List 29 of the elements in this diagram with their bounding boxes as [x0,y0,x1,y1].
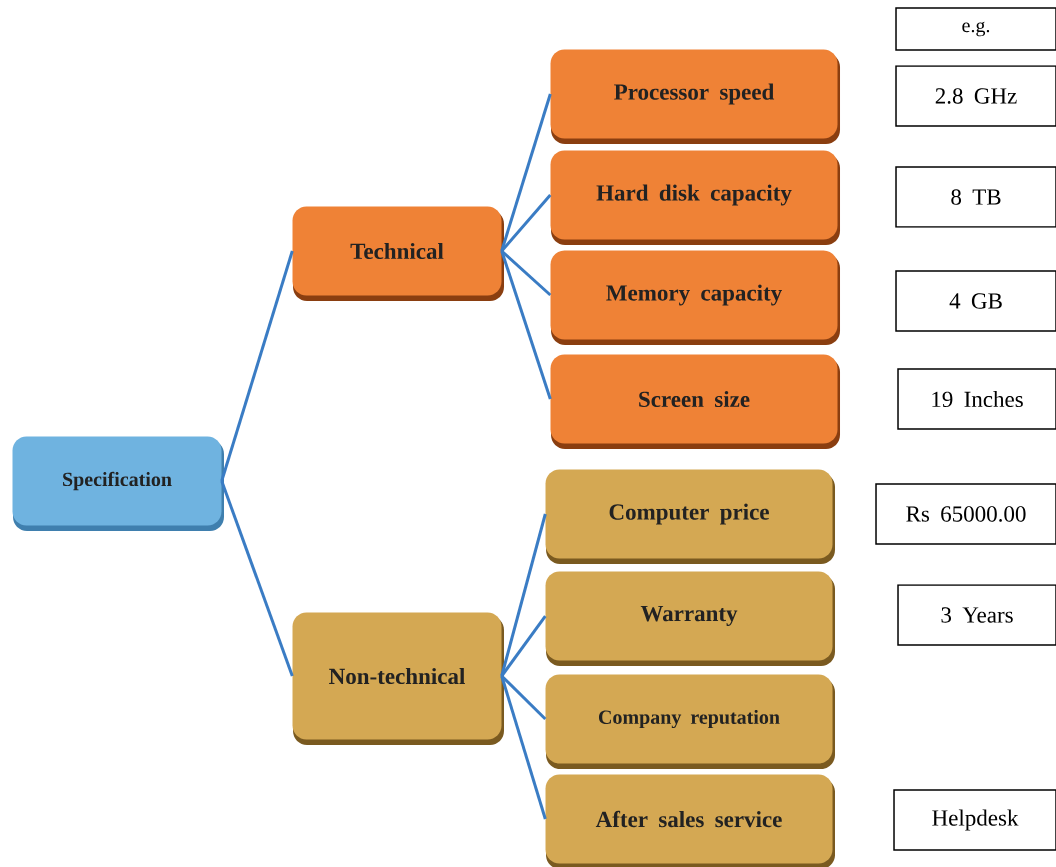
connector-line [500,249,552,297]
item-box: Memory capacity [550,250,840,345]
item-box: After sales service [545,774,835,867]
item-box: Hard disk capacity [550,150,840,245]
connector-line [500,674,547,721]
category-box: Technical [292,206,504,301]
connector-line [500,93,552,252]
value-box: Helpdesk [893,789,1056,851]
connector-line [220,480,294,677]
connector-line [220,250,294,482]
connector-line [500,194,552,252]
value-box: e.g. [895,7,1056,51]
value-box: Rs 65000.00 [875,483,1056,545]
value-box: 19 Inches [897,368,1056,430]
item-box: Computer price [545,469,835,564]
item-box: Company reputation [545,674,835,769]
connector-line [500,615,547,677]
connector-line [500,250,552,400]
item-box: Warranty [545,571,835,666]
value-box: 4 GB [895,270,1056,332]
value-box: 8 TB [895,166,1056,228]
connector-line [500,675,547,820]
value-box: 2.8 GHz [895,65,1056,127]
connector-line [500,513,547,677]
value-box: 3 Years [897,584,1056,646]
item-box: Screen size [550,354,840,449]
root-box: Specification [12,436,224,531]
category-box: Non-technical [292,612,504,745]
item-box: Processor speed [550,49,840,144]
